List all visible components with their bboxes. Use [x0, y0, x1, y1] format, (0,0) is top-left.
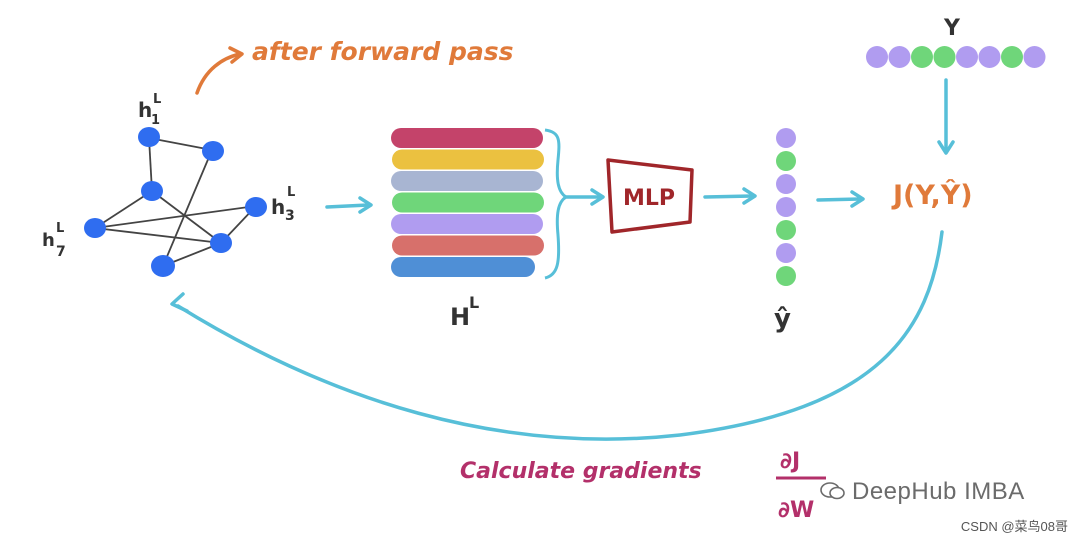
graph-edges	[94, 137, 257, 267]
wechat-icon	[820, 480, 846, 500]
y-dot	[1001, 46, 1023, 68]
embedding-band	[392, 149, 544, 170]
svg-text:h: h	[42, 230, 55, 251]
embedding-band	[391, 171, 543, 191]
arrow-yhat-to-loss	[816, 197, 862, 202]
arrow-graph-to-matrix	[325, 203, 370, 209]
svg-text:∂J: ∂J	[780, 449, 800, 474]
embedding-band	[391, 257, 535, 277]
svg-text:∂W: ∂W	[778, 498, 814, 523]
forward-pass-arrowhead	[228, 46, 244, 64]
svg-text:h: h	[271, 195, 285, 219]
svg-text:3: 3	[285, 208, 295, 224]
watermark: DeepHub IMBA	[820, 478, 1025, 506]
arrowhead-graph-to-matrix	[358, 196, 373, 214]
graph-nodes	[84, 127, 267, 277]
y-dot	[933, 46, 956, 68]
graph-node	[210, 233, 232, 253]
yhat-dot	[776, 243, 796, 263]
loss-label: J(Y,Ŷ)	[891, 179, 973, 211]
y-vector	[866, 46, 1046, 68]
arrowhead-y-to-loss	[937, 140, 955, 155]
csdn-credit: CSDN @菜鸟08哥	[960, 519, 1068, 534]
arrowhead-to-mlp	[590, 188, 605, 206]
svg-text:L: L	[56, 221, 64, 236]
yhat-dot	[776, 220, 796, 240]
y-dot	[956, 46, 978, 68]
svg-text:7: 7	[56, 244, 66, 260]
svg-text:L: L	[153, 92, 161, 107]
yhat-dot	[776, 128, 796, 148]
svg-text:L: L	[469, 293, 479, 312]
y-label: Y	[943, 16, 961, 41]
yhat-vector	[776, 128, 796, 286]
embedding-band	[392, 192, 544, 213]
y-dot	[1023, 46, 1046, 68]
yhat-dot	[776, 151, 796, 171]
node-label-h1: h 1 L	[138, 92, 161, 128]
y-dot	[978, 46, 1001, 68]
yhat-dot	[776, 174, 796, 194]
watermark-text: DeepHub IMBA	[852, 478, 1025, 505]
graph-node	[141, 181, 163, 201]
graph-node	[202, 141, 224, 161]
matrix-brace	[544, 128, 569, 280]
y-dot	[888, 46, 911, 68]
yhat-dot	[776, 266, 796, 286]
graph-node	[245, 197, 267, 217]
node-label-h3: h 3 L	[271, 185, 295, 224]
svg-text:H: H	[450, 303, 470, 331]
embedding-band	[391, 128, 543, 148]
graph-node	[151, 255, 175, 277]
matrix-label: H L	[450, 293, 479, 331]
graph-node	[138, 127, 160, 147]
calculate-gradients-text: Calculate gradients	[460, 459, 702, 484]
embedding-band	[392, 235, 544, 256]
svg-text:L: L	[287, 185, 295, 200]
arrow-mlp-to-yhat	[703, 194, 754, 199]
arrowhead-mlp-to-yhat	[742, 187, 757, 205]
arrowhead-yhat-to-loss	[850, 190, 865, 208]
yhat-label: ŷ	[774, 304, 791, 334]
node-label-h7: h 7 L	[42, 221, 66, 260]
backprop-arrow	[176, 230, 944, 441]
forward-pass-arrow	[195, 52, 242, 95]
svg-text:1: 1	[151, 113, 160, 128]
mlp-box	[606, 158, 694, 234]
gradient-fraction: ∂J ∂W	[776, 449, 826, 523]
yhat-dot	[776, 197, 796, 217]
mlp-label: MLP	[623, 186, 675, 211]
y-dot	[866, 46, 888, 68]
y-dot	[911, 46, 933, 68]
backprop-arrowhead	[170, 292, 189, 313]
embedding-matrix	[391, 128, 544, 277]
svg-text:h: h	[138, 98, 152, 122]
after-forward-pass-text: after forward pass	[252, 37, 514, 66]
embedding-band	[391, 214, 543, 234]
graph-node	[84, 218, 106, 238]
